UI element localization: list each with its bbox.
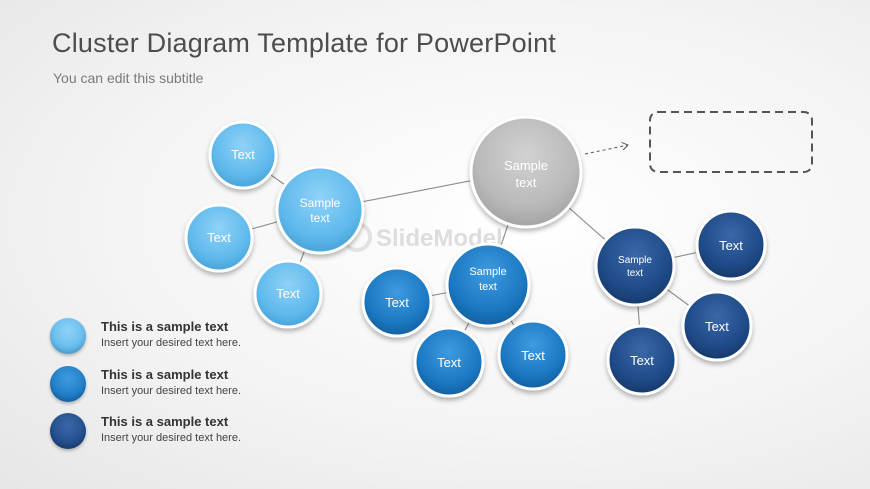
center-node[interactable]: Sample text	[469, 115, 583, 229]
cluster-light-leaf-3-label: Text	[276, 286, 300, 301]
slide-title[interactable]: Cluster Diagram Template for PowerPoint	[52, 28, 557, 58]
cluster-mid-leaf-1[interactable]: Text	[361, 266, 433, 338]
cluster-mid-hub-label-line2: text	[479, 281, 497, 293]
legend-dot-mid-blue	[50, 366, 86, 402]
cluster-light-leaf-3[interactable]: Text	[253, 259, 323, 329]
cluster-light-leaf-2-label: Text	[207, 230, 231, 245]
cluster-mid-hub-label-line1: Sample	[469, 266, 506, 278]
cluster-dark-leaf-3-label: Text	[630, 353, 654, 368]
cluster-light-hub-label-line2: text	[310, 211, 330, 225]
legend-item-dark-blue: This is a sample text Insert your desire…	[50, 413, 310, 453]
cluster-dark-leaf-1[interactable]: Text	[695, 209, 767, 281]
slide-subtitle[interactable]: You can edit this subtitle	[53, 70, 204, 86]
cluster-light-leaf-2[interactable]: Text	[184, 203, 254, 273]
dashed-arrow	[584, 145, 628, 155]
cluster-light-leaf-1-label: Text	[231, 147, 255, 162]
legend-title[interactable]: This is a sample text	[101, 319, 229, 334]
legend-dot-dark-blue	[50, 413, 86, 449]
cluster-mid-leaf-3[interactable]: Text	[497, 319, 569, 391]
legend-description[interactable]: Insert your desired text here.	[101, 432, 242, 444]
cluster-light-hub[interactable]: Sample text	[275, 165, 365, 255]
cluster-light-leaf-1[interactable]: Text	[208, 120, 278, 190]
cluster-mid-leaf-1-label: Text	[385, 295, 409, 310]
cluster-light-blue: Sample text Text Text Text	[184, 120, 365, 329]
cluster-mid-hub[interactable]: Sample text	[445, 242, 531, 328]
cluster-dark-hub-label-line2: text	[627, 268, 643, 279]
cluster-dark-leaf-3[interactable]: Text	[606, 324, 678, 396]
legend-title[interactable]: This is a sample text	[101, 414, 229, 429]
cluster-dark-leaf-2[interactable]: Text	[681, 290, 753, 362]
cluster-mid-blue: Sample text Text Text Text	[361, 242, 569, 398]
legend-description[interactable]: Insert your desired text here.	[101, 337, 242, 349]
cluster-mid-leaf-2[interactable]: Text	[413, 326, 485, 398]
center-node-label-line1: Sample	[504, 158, 548, 173]
cluster-mid-leaf-3-label: Text	[521, 348, 545, 363]
legend-title[interactable]: This is a sample text	[101, 367, 229, 382]
cluster-dark-leaf-2-label: Text	[705, 319, 729, 334]
cluster-dark-leaf-1-label: Text	[719, 238, 743, 253]
cluster-light-hub-label-line1: Sample	[300, 196, 341, 210]
legend-item-mid-blue: This is a sample text Insert your desire…	[50, 366, 310, 406]
legend-description[interactable]: Insert your desired text here.	[101, 385, 242, 397]
cluster-dark-hub[interactable]: Sample text	[594, 225, 676, 307]
center-node-label-line2: text	[516, 175, 537, 190]
legend-dot-light-blue	[50, 318, 86, 354]
cluster-dark-blue: Sample text Text Text Text	[594, 209, 767, 396]
cluster-dark-hub-label-line1: Sample	[618, 255, 652, 266]
placeholder-box[interactable]	[649, 111, 813, 173]
legend-item-light-blue: This is a sample text Insert your desire…	[50, 318, 310, 358]
cluster-mid-leaf-2-label: Text	[437, 355, 461, 370]
